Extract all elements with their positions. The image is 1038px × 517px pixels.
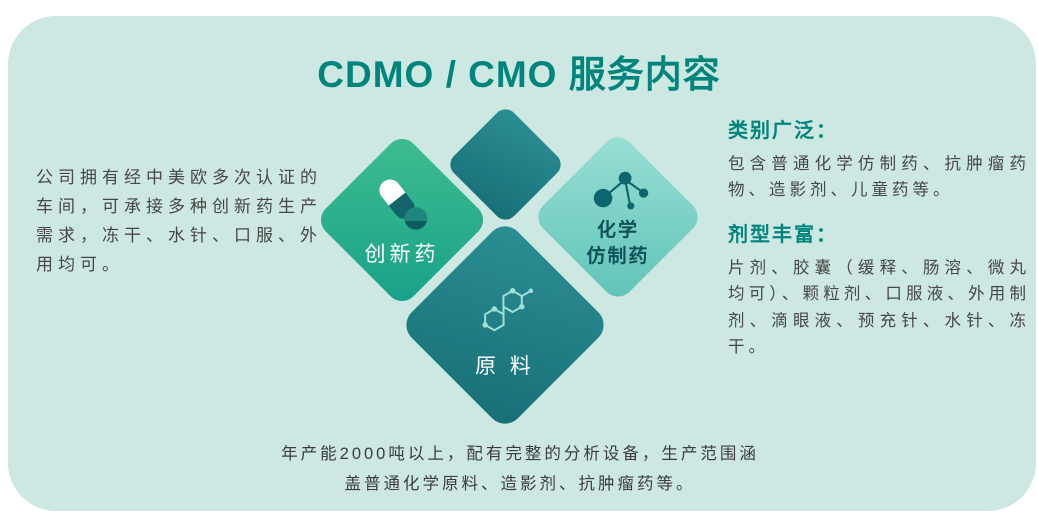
innovative-drug-diamond: 创新药 [314, 132, 490, 308]
dosage-form-heading: 剂型丰富： [728, 223, 838, 246]
category-body: 包含普通化学仿制药、抗肿瘤药物、造影剂、儿童药等。 [728, 155, 1030, 200]
dosage-form-body: 片剂、胶囊（缓释、肠溶、微丸均可）、颗粒剂、口服液、外用制剂、滴眼液、预充针、水… [728, 258, 1030, 356]
chemical-generic-label: 化学仿制药 [586, 218, 649, 269]
category-heading: 类别广泛： [728, 120, 838, 142]
hexagon-structure-icon [467, 271, 543, 347]
page-title: CDMO / CMO 服务内容 [317, 54, 721, 95]
raw-material-capacity-note: 年产能2000吨以上，配有完整的分析设备，生产范围涵盖普通化学原料、造影剂、抗肿… [281, 445, 759, 493]
raw-material-label: 原 料 [475, 354, 535, 378]
chemical-generic-label-line1: 化学 [596, 219, 639, 241]
innovative-drug-diamond-content: 创新药 [340, 158, 464, 282]
capsule-icon [369, 173, 435, 235]
innovative-drug-label: 创新药 [364, 242, 440, 266]
chemical-generic-diamond-content: 化学仿制药 [557, 156, 679, 278]
category-section: 类别广泛： 包含普通化学仿制药、抗肿瘤药物、造影剂、儿童药等。 [728, 114, 1030, 204]
right-info-column: 类别广泛： 包含普通化学仿制药、抗肿瘤药物、造影剂、儿童药等。 剂型丰富： 片剂… [728, 114, 1030, 374]
innovative-drug-description: 公司拥有经中美欧多次认证的车间，可承接多种创新药生产需求，冻干、水针、口服、外用… [36, 168, 322, 274]
raw-material-diamond: 原 料 [398, 218, 612, 432]
molecule-icon [586, 165, 650, 217]
chemical-generic-diamond: 化学仿制药 [531, 130, 705, 304]
chemical-generic-label-line2: 仿制药 [586, 245, 650, 267]
raw-material-diamond-content: 原 料 [430, 250, 580, 400]
dosage-form-section: 剂型丰富： 片剂、胶囊（缓释、肠溶、微丸均可）、颗粒剂、口服液、外用制剂、滴眼液… [728, 218, 1030, 361]
